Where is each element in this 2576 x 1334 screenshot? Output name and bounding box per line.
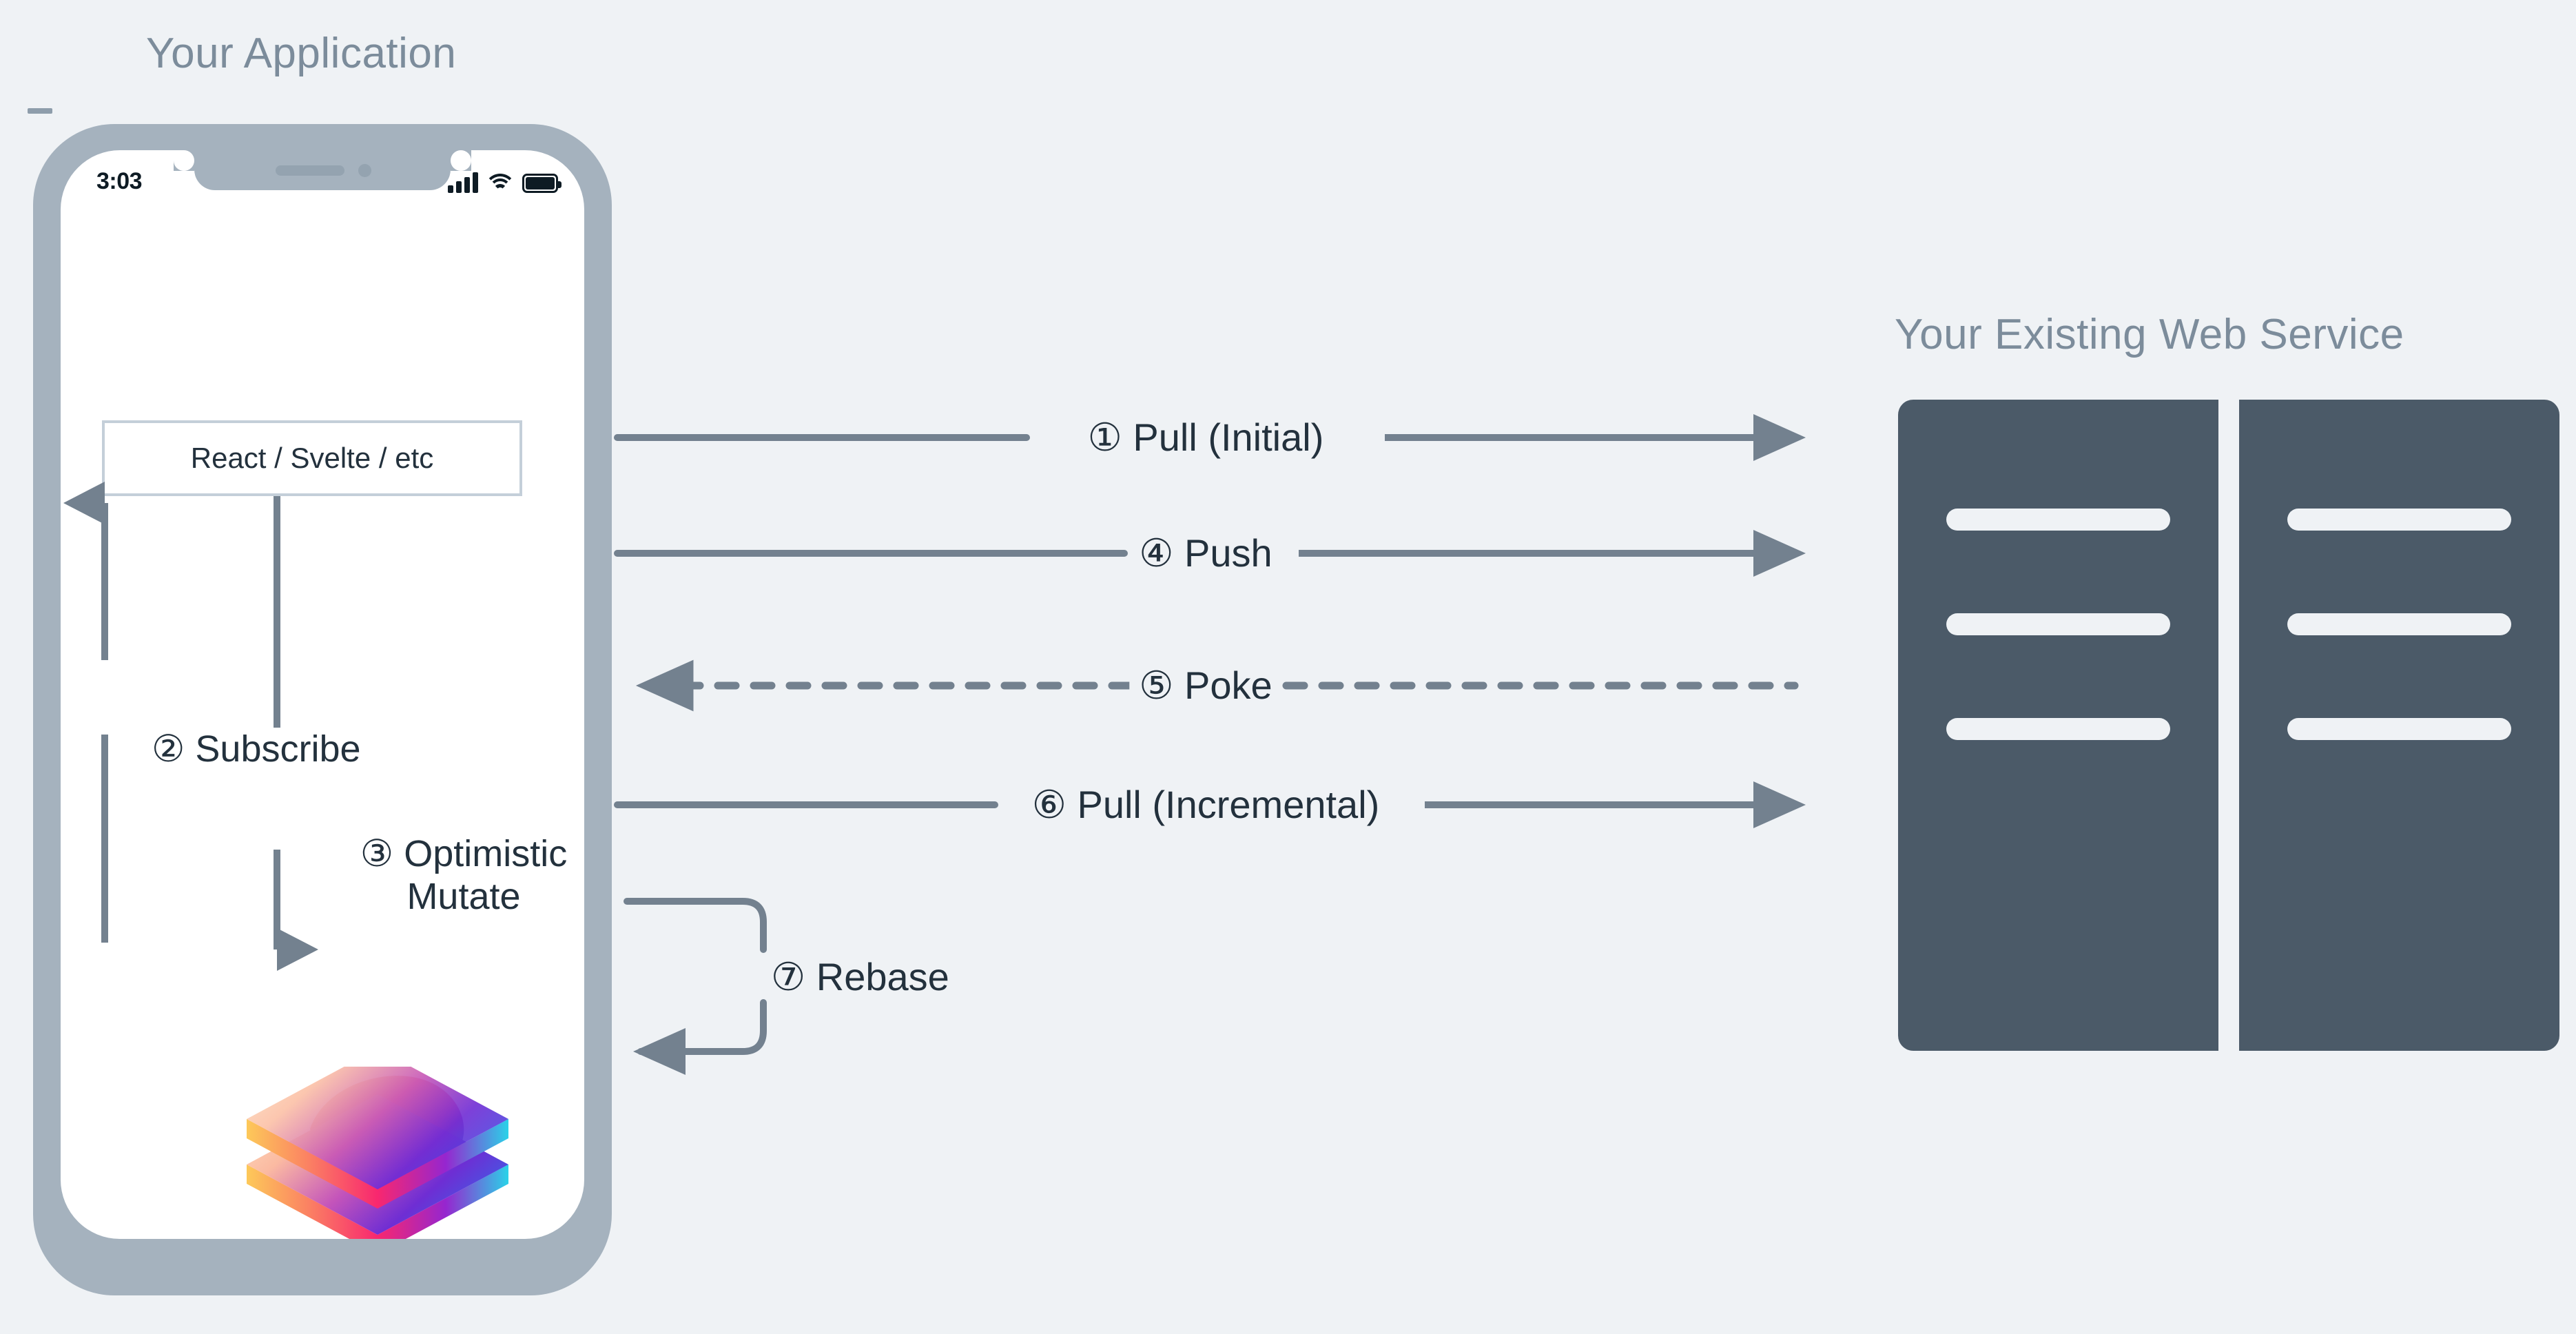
- server-rack-right: [2239, 400, 2559, 1051]
- phone-notch: [194, 150, 451, 190]
- battery-icon: [522, 174, 561, 193]
- your-application-title: Your Application: [146, 30, 457, 77]
- server-bar: [1946, 613, 2170, 635]
- poke-label: ⑤ Poke: [1129, 663, 1282, 708]
- tick-mark-decoration: [28, 108, 52, 114]
- your-existing-web-service-title: Your Existing Web Service: [1895, 311, 2404, 358]
- notch-ear-right: [451, 150, 471, 171]
- framework-box-label: React / Svelte / etc: [190, 442, 434, 474]
- pull-initial-label: ① Pull (Initial): [1078, 415, 1334, 460]
- server-bar: [2287, 718, 2511, 740]
- optimistic-mutate-flow-label: ③ Optimistic Mutate: [360, 833, 568, 918]
- server-bar: [1946, 509, 2170, 531]
- phone-device: 3:03: [33, 124, 612, 1295]
- speaker-grille-icon: [276, 165, 344, 176]
- pull-incremental-label: ⑥ Pull (Incremental): [1022, 782, 1390, 828]
- web-service-racks: [1898, 400, 2563, 1051]
- server-bar: [2287, 613, 2511, 635]
- server-rack-left: [1898, 400, 2218, 1051]
- status-bar-icons: [448, 168, 561, 193]
- wifi-icon: [484, 172, 516, 193]
- subscribe-flow-label: ② Subscribe: [152, 728, 361, 770]
- framework-box[interactable]: React / Svelte / etc: [102, 420, 522, 496]
- signal-icon: [448, 172, 478, 193]
- server-bar: [1946, 718, 2170, 740]
- status-bar: 3:03: [61, 150, 584, 214]
- phone-screen: 3:03: [61, 150, 584, 1239]
- rebase-label: ⑦ Rebase: [771, 955, 949, 998]
- status-bar-time: 3:03: [96, 168, 143, 194]
- server-bar: [2287, 509, 2511, 531]
- notch-ear-left: [174, 150, 194, 171]
- push-label: ④ Push: [1129, 531, 1282, 576]
- replicache-logo-icon: [247, 1067, 508, 1239]
- arrow-rebase-loop: [624, 898, 767, 1075]
- internal-arrows: [63, 482, 318, 971]
- front-camera-icon: [358, 164, 371, 177]
